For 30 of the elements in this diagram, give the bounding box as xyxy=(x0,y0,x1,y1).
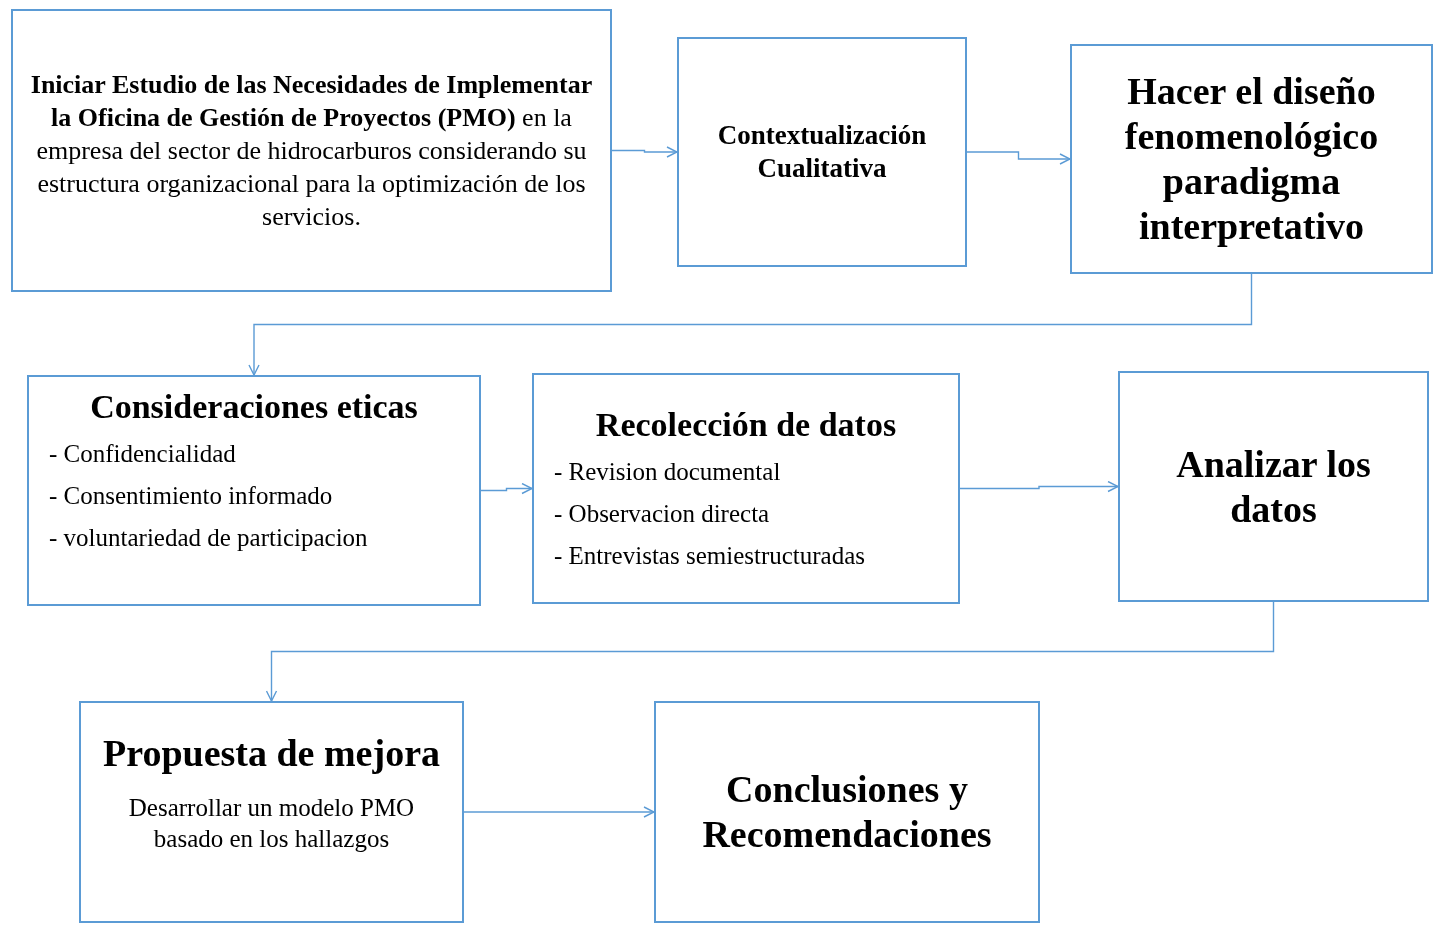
arrow xyxy=(959,480,1119,493)
box-text: - voluntariedad de participacion xyxy=(49,523,368,553)
arrow xyxy=(480,482,533,495)
box-title: Recolección de datos xyxy=(595,405,897,445)
process-box xyxy=(79,701,464,923)
process-box xyxy=(654,701,1040,923)
box-text: Desarrollar un modelo PMO basado en los hallazgos xyxy=(127,793,416,854)
box-title: Hacer el diseño fenomenológico paradigma interpretativo xyxy=(1123,69,1380,249)
box-text: - Observacion directa xyxy=(554,499,770,529)
box-title: Contextualización Cualitativa xyxy=(716,119,928,185)
process-box xyxy=(1070,44,1433,274)
arrow xyxy=(265,601,1275,702)
process-box xyxy=(11,9,612,292)
box-text: - Revision documental xyxy=(554,457,781,487)
box-title: Analizar los datos xyxy=(1175,441,1372,532)
process-box xyxy=(27,375,481,606)
arrow xyxy=(248,273,1253,376)
arrow xyxy=(611,146,678,158)
box-title: Iniciar Estudio de las Necesidades de Implementar la Oficina de Gestión de Proyectos (PMO) en la empresa del sector de hidrocarburos considerando su estructura organizacional para la optimización de los servicios. xyxy=(29,69,594,233)
box-title: Conclusiones y Recomendaciones xyxy=(701,767,993,857)
box-title: Propuesta de mejora xyxy=(103,731,440,776)
arrow xyxy=(463,806,655,818)
process-box xyxy=(1118,371,1429,602)
process-box xyxy=(677,37,967,267)
box-text: - Confidencialidad xyxy=(49,439,236,469)
box-text: - Consentimiento informado xyxy=(49,481,333,511)
arrow xyxy=(966,151,1071,165)
box-text: - Entrevistas semiestructuradas xyxy=(554,541,865,571)
process-box xyxy=(532,373,960,604)
box-title: Consideraciones eticas xyxy=(90,387,418,427)
